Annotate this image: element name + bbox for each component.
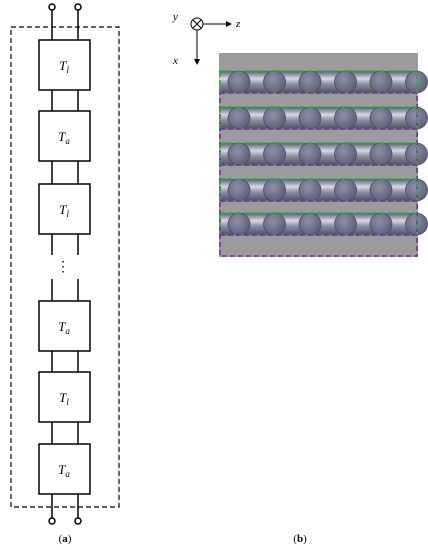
spacer-2 xyxy=(219,129,418,143)
caption-a: (a) xyxy=(59,533,72,545)
x-axis-label: x xyxy=(172,55,178,67)
particle xyxy=(298,106,322,130)
svg-text:Ta: Ta xyxy=(58,319,70,336)
particle xyxy=(227,142,251,166)
z-axis-label: z xyxy=(235,18,241,30)
block-subscript: a xyxy=(65,136,70,146)
block-3: Tl xyxy=(38,183,91,235)
z-arrowhead-icon xyxy=(226,21,232,27)
block-6: Ta xyxy=(38,443,91,495)
particle xyxy=(334,70,357,94)
particle xyxy=(227,106,251,130)
particle xyxy=(369,212,393,236)
panel-b-structure: y z x xyxy=(172,11,428,545)
particle xyxy=(298,178,322,202)
particle xyxy=(334,178,357,202)
block-subscript: a xyxy=(65,326,70,336)
network-dashed-boundary xyxy=(10,26,120,508)
svg-text:Ta: Ta xyxy=(58,129,70,146)
particle xyxy=(334,106,357,130)
particle xyxy=(298,142,322,166)
axis-triad: y z x xyxy=(172,11,241,67)
into-page-icon xyxy=(190,17,204,31)
svg-text:Ta: Ta xyxy=(58,462,70,479)
particle xyxy=(263,142,286,166)
block-5: Tl xyxy=(38,371,91,423)
particle xyxy=(227,178,251,202)
block-subscript: a xyxy=(65,469,70,479)
unit-cell-outlines xyxy=(219,70,418,257)
spacer-1 xyxy=(219,93,418,107)
panel-a-network: ⋮ Tl Ta Tl Ta Tl xyxy=(10,3,120,545)
block-4: Ta xyxy=(38,300,91,352)
particle xyxy=(263,178,286,202)
particle xyxy=(369,70,393,94)
block-symbol: T xyxy=(58,129,66,144)
block-subscript: l xyxy=(66,209,69,219)
purple-cell-5 xyxy=(219,234,418,257)
input-terminals xyxy=(48,3,82,40)
green-cell-3 xyxy=(219,142,418,166)
block-subscript: l xyxy=(66,65,69,75)
particle xyxy=(263,212,286,236)
particle xyxy=(369,142,393,166)
particle xyxy=(334,212,357,236)
particle xyxy=(263,106,286,130)
x-arrowhead-icon xyxy=(194,59,200,65)
svg-text:Tl: Tl xyxy=(59,58,69,75)
y-axis-label: y xyxy=(172,11,178,23)
substrate-top xyxy=(219,53,418,71)
caption-b: (b) xyxy=(293,533,307,545)
green-cell-1 xyxy=(219,70,418,94)
block-connectors xyxy=(51,90,79,444)
block-subscript: l xyxy=(66,397,69,407)
substrate-bottom xyxy=(219,235,418,257)
block-1: Tl xyxy=(38,39,91,91)
green-cell-2 xyxy=(219,106,418,130)
block-symbol: T xyxy=(58,319,66,334)
ellipsis: ⋮ xyxy=(56,260,70,275)
particle xyxy=(369,178,393,202)
particle xyxy=(334,142,357,166)
output-terminals xyxy=(48,494,82,525)
particle xyxy=(227,212,251,236)
particle xyxy=(263,70,286,94)
block-symbol: T xyxy=(59,58,67,73)
spacer-3 xyxy=(219,165,418,179)
particle xyxy=(369,106,393,130)
particle xyxy=(298,212,322,236)
block-symbol: T xyxy=(59,202,67,217)
spacer-4 xyxy=(219,201,418,213)
block-symbol: T xyxy=(59,390,67,405)
particle xyxy=(227,70,251,94)
block-2: Ta xyxy=(38,110,91,162)
block-symbol: T xyxy=(58,462,66,477)
green-cell-4 xyxy=(219,178,418,202)
svg-text:Tl: Tl xyxy=(59,202,69,219)
green-cell-5 xyxy=(219,212,418,236)
svg-text:Tl: Tl xyxy=(59,390,69,407)
particle xyxy=(298,70,322,94)
